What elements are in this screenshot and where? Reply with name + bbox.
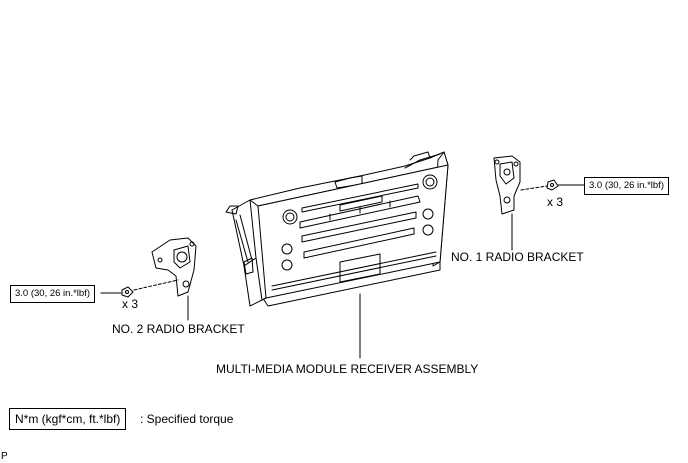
torque-spec-right: 3.0 (30, 26 in.*lbf) bbox=[584, 177, 669, 195]
bolt-right-icon bbox=[546, 179, 559, 191]
no1-bracket-label: NO. 1 RADIO BRACKET bbox=[451, 250, 584, 264]
bolt-quantity-right: x 3 bbox=[547, 195, 564, 209]
legend-unit-box: N*m (kgf*cm, ft.*lbf) bbox=[9, 408, 127, 430]
receiver-assembly-label: MULTI-MEDIA MODULE RECEIVER ASSEMBLY bbox=[216, 362, 479, 376]
bolt-left-icon bbox=[121, 286, 134, 298]
no2-bracket-illustration bbox=[151, 237, 197, 297]
bolt-quantity-left: x 3 bbox=[122, 297, 139, 311]
legend-description: : Specified torque bbox=[140, 412, 234, 426]
corner-mark: P bbox=[1, 451, 8, 462]
torque-spec-left: 3.0 (30, 26 in.*lbf) bbox=[10, 285, 95, 303]
bolt-left-dash bbox=[133, 279, 179, 291]
receiver-assembly-illustration bbox=[225, 151, 449, 307]
no1-bracket-illustration bbox=[493, 155, 521, 215]
no2-bracket-label: NO. 2 RADIO BRACKET bbox=[112, 322, 245, 336]
bolt-right-dash bbox=[520, 185, 548, 191]
